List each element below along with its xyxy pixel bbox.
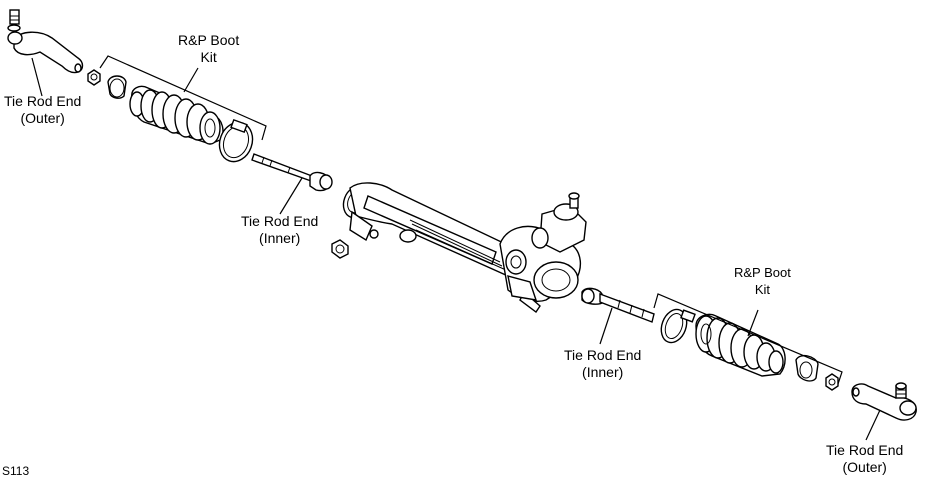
label-tie-rod-end-inner-left: Tie Rod End (Inner) <box>241 213 319 246</box>
right-large-boot-clamp <box>660 308 696 344</box>
leader-lines <box>31 55 881 441</box>
label-boot-kit-right: R&P Boot Kit <box>734 265 791 297</box>
left-inner-tie-rod <box>251 153 333 192</box>
right-rack-boot <box>695 313 786 377</box>
right-inner-tie-rod <box>581 287 655 323</box>
left-small-boot-clamp <box>107 75 127 99</box>
label-boot-kit-left: R&P Boot Kit <box>178 32 240 65</box>
left-rack-boot <box>129 85 224 145</box>
rack-and-pinion-housing <box>331 182 587 314</box>
right-small-boot-clamp <box>795 354 819 382</box>
left-outer-tie-rod-end <box>7 9 84 74</box>
label-tie-rod-end-inner-right: Tie Rod End (Inner) <box>564 347 642 380</box>
right-jam-nut <box>825 373 839 391</box>
left-large-boot-clamp <box>218 118 254 163</box>
label-tie-rod-end-outer-left: Tie Rod End (Outer) <box>4 93 82 126</box>
figure-code: S113 <box>2 464 30 478</box>
right-outer-tie-rod-end <box>851 382 917 421</box>
label-tie-rod-end-outer-right: Tie Rod End (Outer) <box>826 442 904 475</box>
left-jam-nut <box>87 69 101 86</box>
